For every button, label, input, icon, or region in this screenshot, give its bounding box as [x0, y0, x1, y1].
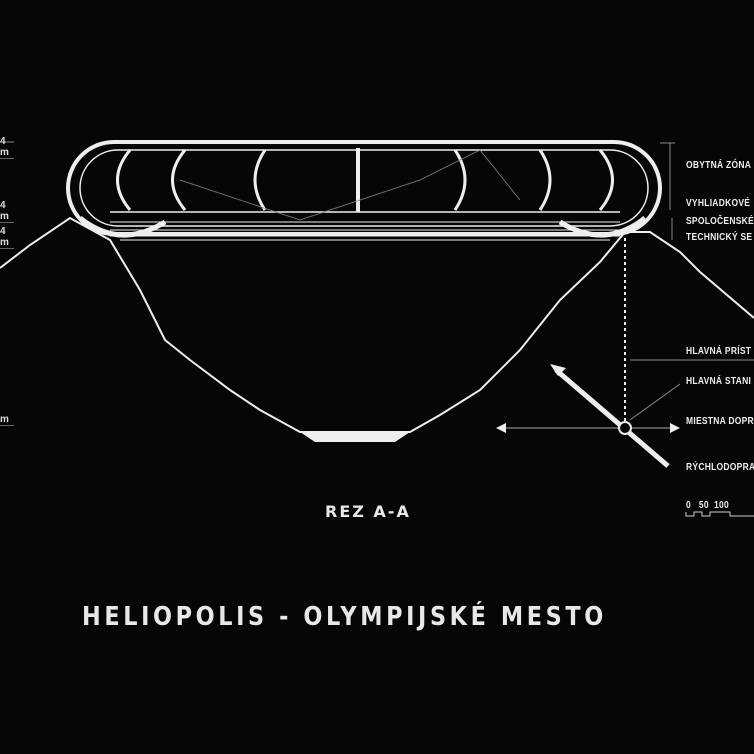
- terrain-line: [0, 216, 754, 433]
- label-local-transport: MIESTNA DOPR: [686, 416, 754, 427]
- label-express-transport: RÝCHLODOPRA: [686, 462, 754, 473]
- scale-bar: [685, 511, 754, 517]
- ring-structure: [66, 140, 662, 241]
- section-title: REZ A-A: [325, 502, 411, 521]
- label-residential-zone: OBYTNÁ ZÓNA: [686, 160, 752, 171]
- level-label: 4 m: [0, 200, 14, 223]
- scale-label: 0 50 100: [686, 500, 729, 511]
- valley-floor: [300, 432, 410, 442]
- level-label: 4 m: [0, 136, 14, 159]
- label-viewing: VYHLIADKOVÉ: [686, 198, 751, 209]
- label-social: SPOLOČENSKÉ: [686, 216, 754, 227]
- level-label: 4 m: [0, 226, 14, 249]
- station-circle-icon: [618, 421, 632, 435]
- arrow-right-icon: [670, 423, 680, 433]
- level-label: m: [0, 414, 14, 426]
- express-line: [554, 368, 670, 468]
- label-main-station: HLAVNÁ STANI: [686, 376, 752, 387]
- arrow-left-icon: [496, 423, 506, 433]
- leader-lines: [0, 141, 754, 421]
- label-main-access: HLAVNÁ PRÍST: [686, 346, 752, 357]
- express-arrow-icon: [550, 364, 566, 376]
- label-technical: TECHNICKÝ SE: [686, 232, 753, 243]
- main-title: HELIOPOLIS - OLYMPIJSKÉ MESTO: [82, 602, 607, 632]
